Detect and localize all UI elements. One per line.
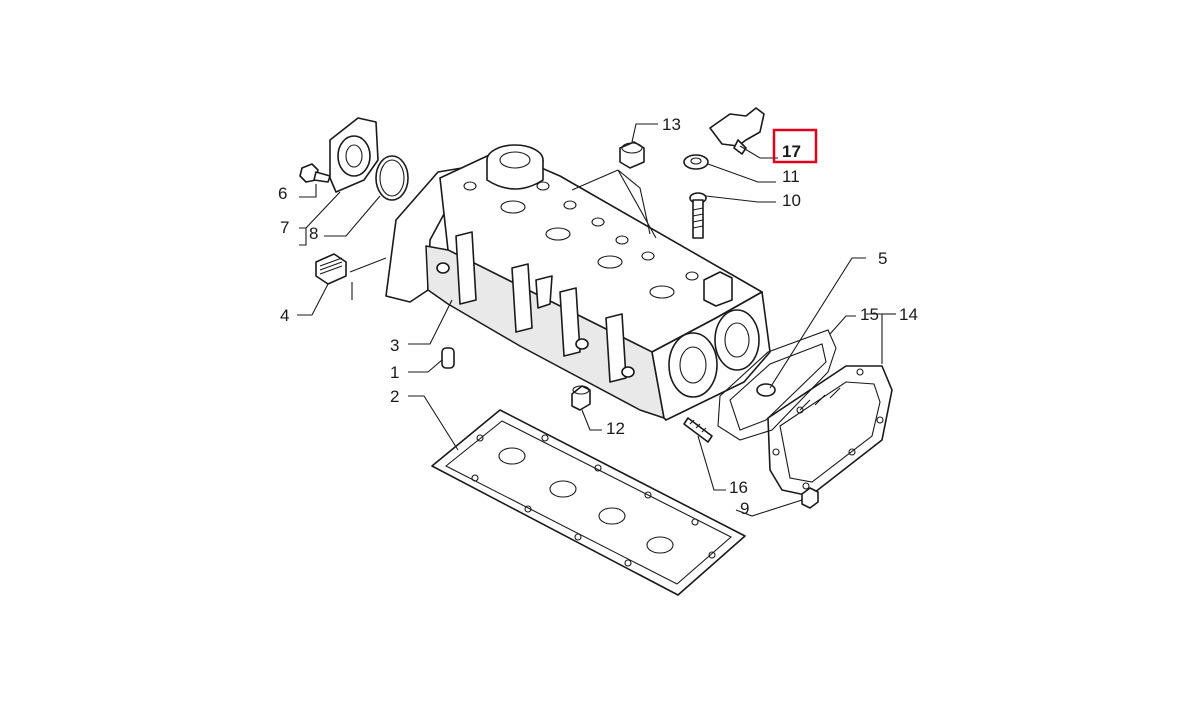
dowel-pin: [441, 347, 455, 369]
bolt-6: [299, 163, 331, 183]
leader-lines: [297, 123, 896, 517]
front-cover-plate: [767, 365, 893, 497]
camshaft-sensor: [709, 107, 765, 155]
o-ring: [375, 155, 409, 201]
valve-cover: [385, 144, 771, 421]
highlight-box: [772, 128, 818, 164]
callout-12: 12: [606, 419, 625, 438]
callout-3: 3: [390, 336, 399, 355]
cover-plate-gasket: [717, 329, 837, 441]
nut-9: [801, 487, 819, 509]
callout-9: 9: [740, 499, 749, 518]
callout-labels: 6 7 8 4 3 1 2 13 17 11 10 5 15 14 12 16 …: [278, 115, 918, 518]
callout-16: 16: [729, 478, 748, 497]
callout-15: 15: [860, 305, 879, 324]
plug-12: [571, 385, 591, 411]
breather-flange: [329, 117, 379, 193]
valve-cover-gasket: [431, 409, 746, 596]
callout-2: 2: [390, 387, 399, 406]
callout-7: 7: [280, 218, 289, 237]
screw-11: [683, 154, 709, 170]
callout-8: 8: [309, 224, 318, 243]
stud-16: [683, 417, 713, 443]
plug-13: [619, 141, 645, 169]
threaded-plug: [315, 253, 347, 285]
callout-1: 1: [390, 363, 399, 382]
bolt-10: [689, 192, 707, 239]
plug-5: [756, 383, 776, 397]
callout-14: 14: [899, 305, 918, 324]
callout-11: 11: [782, 167, 800, 186]
callout-10: 10: [782, 191, 801, 210]
callout-17: 17: [782, 142, 801, 161]
callout-4: 4: [280, 306, 289, 325]
callout-6: 6: [278, 184, 287, 203]
callout-5: 5: [878, 249, 887, 268]
callout-13: 13: [662, 115, 681, 134]
